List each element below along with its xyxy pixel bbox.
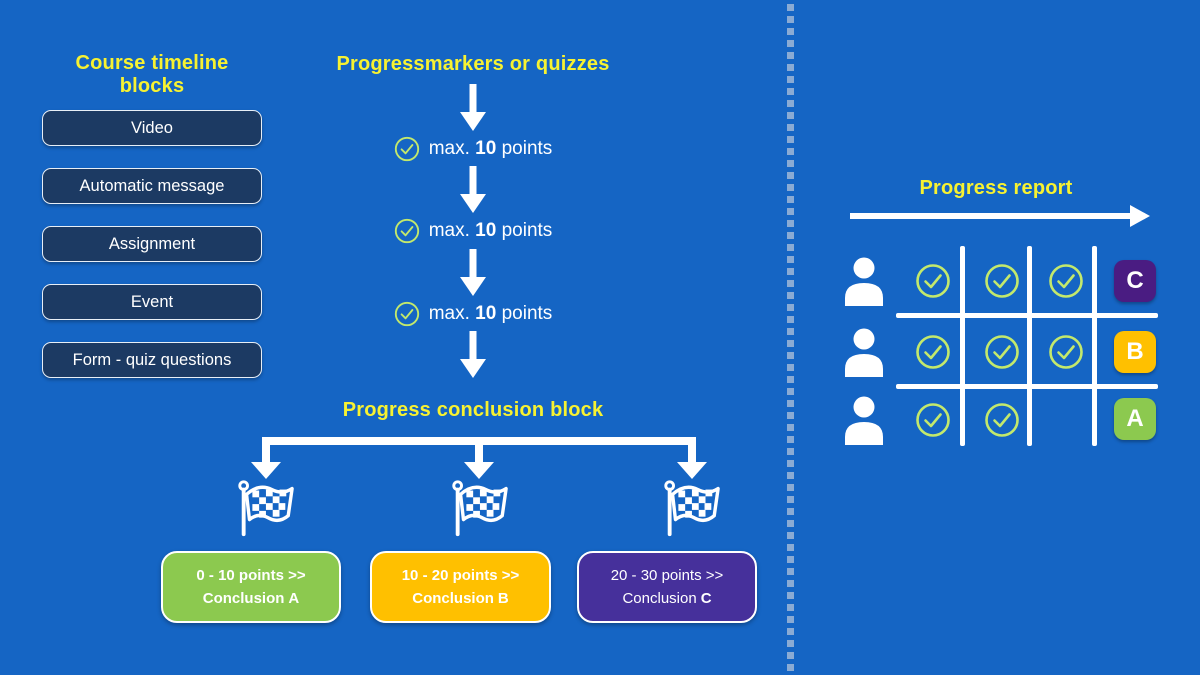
grade-badge-c: C: [1114, 260, 1156, 302]
timeline-block-label: Automatic message: [79, 176, 225, 195]
points-range: 10 - 20 points >>: [401, 566, 520, 584]
check-circle-icon: [1049, 264, 1083, 298]
check-circle-icon: [985, 403, 1019, 437]
progress-marker-row: max. 10 points: [343, 217, 603, 244]
progress-marker-row: max. 10 points: [343, 300, 603, 327]
points-range: 20 - 30 points >>: [610, 566, 724, 584]
branch-connector-right: [688, 437, 696, 465]
down-arrow-icon: [460, 166, 486, 213]
marker-label: max. 10 points: [428, 219, 553, 241]
person-icon: [845, 257, 883, 306]
progress-marker-row: max. 10 points: [343, 135, 603, 162]
check-circle-icon: [985, 335, 1019, 369]
grade-letter: A: [1126, 405, 1144, 432]
marker-label: max. 10 points: [428, 137, 553, 159]
down-arrow-icon: [460, 249, 486, 296]
checkered-flag-icon: [452, 480, 508, 537]
check-circle-icon: [394, 136, 419, 161]
grade-letter: B: [1126, 338, 1144, 365]
check-circle-icon: [916, 264, 950, 298]
branch-connector-middle: [475, 437, 483, 465]
timeline-block-video: Video: [42, 110, 262, 146]
check-circle-icon: [916, 335, 950, 369]
down-arrow-icon: [460, 84, 486, 131]
check-circle-icon: [1049, 335, 1083, 369]
timeline-block-event: Event: [42, 284, 262, 320]
timeline-block-assignment: Assignment: [42, 226, 262, 262]
person-icon: [845, 396, 883, 445]
grid-vertical-line: [1092, 246, 1097, 446]
points-range: 0 - 10 points >>: [196, 566, 306, 584]
progress-report-title: Progress report: [919, 177, 1073, 199]
right-arrow-shaft: [850, 213, 1132, 219]
grid-horizontal-line: [896, 384, 1158, 389]
checkered-flag-icon: [664, 480, 720, 537]
person-icon: [845, 328, 883, 377]
down-arrowhead-icon: [677, 462, 707, 479]
grade-badge-b: B: [1114, 331, 1156, 373]
marker-label: max. 10 points: [428, 302, 553, 324]
right-arrow-icon: [1130, 205, 1150, 227]
timeline-block-label: Event: [130, 292, 174, 311]
course-timeline-title: Course timeline blocks: [75, 52, 229, 97]
timeline-block-label: Assignment: [108, 234, 196, 253]
progressmarkers-title: Progressmarkers or quizzes: [336, 53, 610, 75]
dashed-divider: [787, 4, 794, 671]
timeline-block-automatic-message: Automatic message: [42, 168, 262, 204]
check-circle-icon: [916, 403, 950, 437]
branch-connector-left: [262, 437, 270, 465]
check-circle-icon: [394, 218, 419, 243]
down-arrowhead-icon: [251, 462, 281, 479]
timeline-block-label: Form - quiz questions: [72, 350, 232, 369]
checkered-flag-icon: [238, 480, 294, 537]
grid-horizontal-line: [896, 313, 1158, 318]
timeline-block-form-quiz: Form - quiz questions: [42, 342, 262, 378]
grid-vertical-line: [960, 246, 965, 446]
grade-letter: C: [1126, 267, 1144, 294]
progress-conclusion-title: Progress conclusion block: [342, 399, 604, 421]
down-arrowhead-icon: [464, 462, 494, 479]
down-arrow-icon: [460, 331, 486, 378]
grade-badge-a: A: [1114, 398, 1156, 440]
timeline-block-label: Video: [131, 118, 173, 137]
grid-vertical-line: [1027, 246, 1032, 446]
check-circle-icon: [985, 264, 1019, 298]
check-circle-icon: [394, 301, 419, 326]
